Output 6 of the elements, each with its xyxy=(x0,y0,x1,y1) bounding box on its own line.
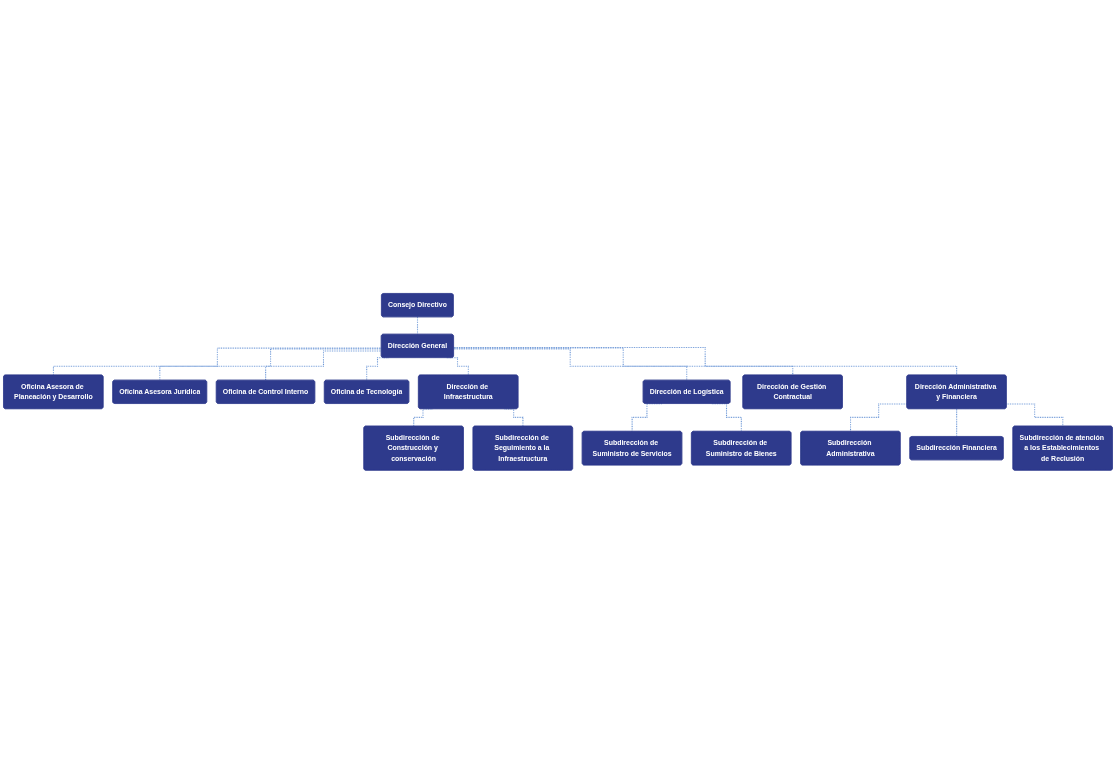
connector xyxy=(453,347,958,376)
connector xyxy=(1006,403,1064,427)
connector xyxy=(850,403,908,433)
connector xyxy=(52,347,382,376)
connector xyxy=(453,347,794,376)
connector xyxy=(956,408,958,438)
